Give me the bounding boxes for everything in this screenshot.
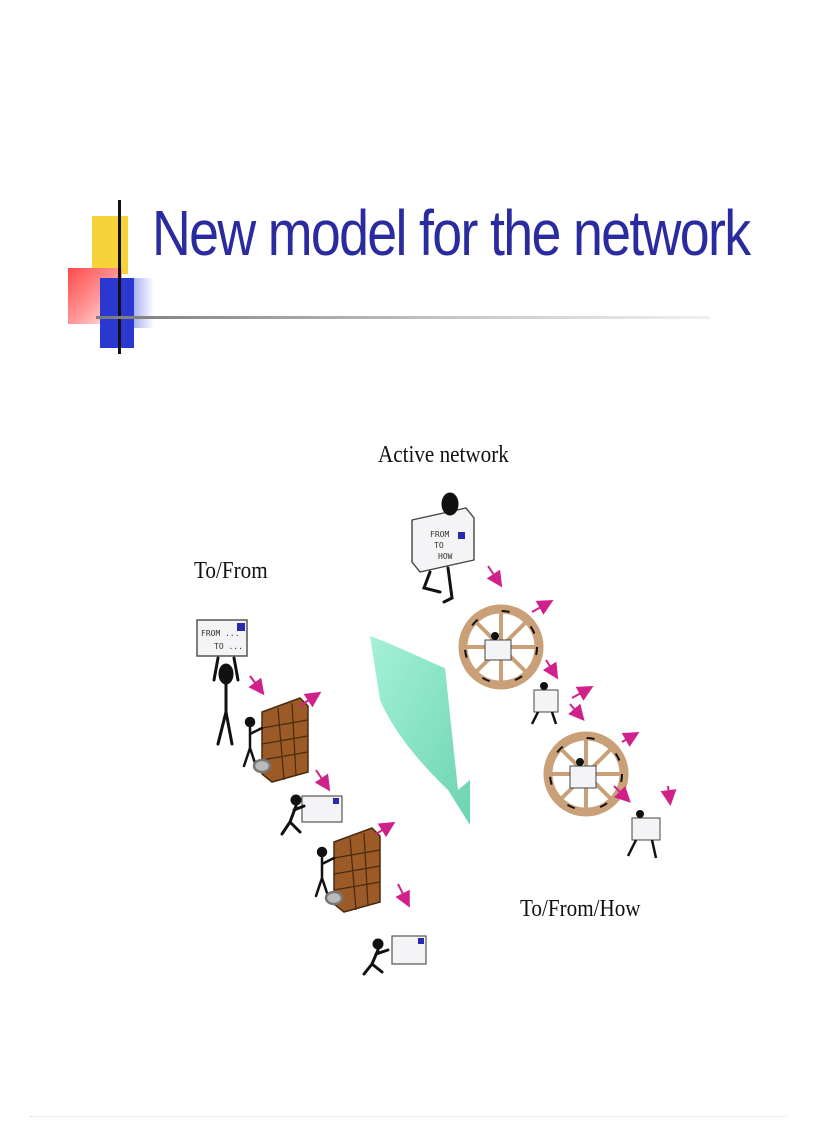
envelope-sign: FROM ... TO ... — [196, 619, 248, 657]
running-carrier-icon-2 — [362, 935, 427, 976]
sorting-shelf-icon — [261, 697, 309, 783]
wheel-router-icon-2 — [543, 731, 629, 817]
flow-arrows-right — [486, 565, 677, 806]
packet-runner-icon — [530, 682, 559, 725]
box-from-text: FROM — [430, 530, 449, 539]
flow-arrows-left — [248, 675, 410, 908]
to-from-how-label: To/From/How — [520, 896, 641, 922]
decorative-vertical-line — [118, 200, 121, 354]
final-packet-runner-icon — [626, 810, 661, 859]
transition-arrow-shape — [370, 636, 470, 825]
decorative-blue-block — [100, 278, 134, 348]
active-packet-box-icon: FROM TO HOW — [411, 492, 475, 604]
person-holding-sign-icon — [212, 656, 240, 746]
envelope-from-text: FROM ... — [201, 629, 240, 638]
to-from-label: To/From — [194, 558, 268, 584]
slide-title: New model for the network — [152, 197, 751, 269]
decorative-yellow-block — [92, 216, 128, 274]
box-to-text: TO — [434, 541, 444, 550]
decorative-blue-fade — [134, 278, 154, 328]
box-how-text: HOW — [438, 552, 453, 561]
postal-worker-icon — [242, 716, 272, 774]
postal-worker-icon-2 — [314, 846, 344, 906]
wheel-router-icon — [458, 604, 544, 690]
title-underline — [96, 316, 710, 319]
bottom-dotted-line — [30, 1116, 786, 1117]
active-network-label: Active network — [378, 442, 509, 468]
running-carrier-icon — [280, 794, 343, 836]
envelope-to-text: TO ... — [214, 642, 243, 651]
